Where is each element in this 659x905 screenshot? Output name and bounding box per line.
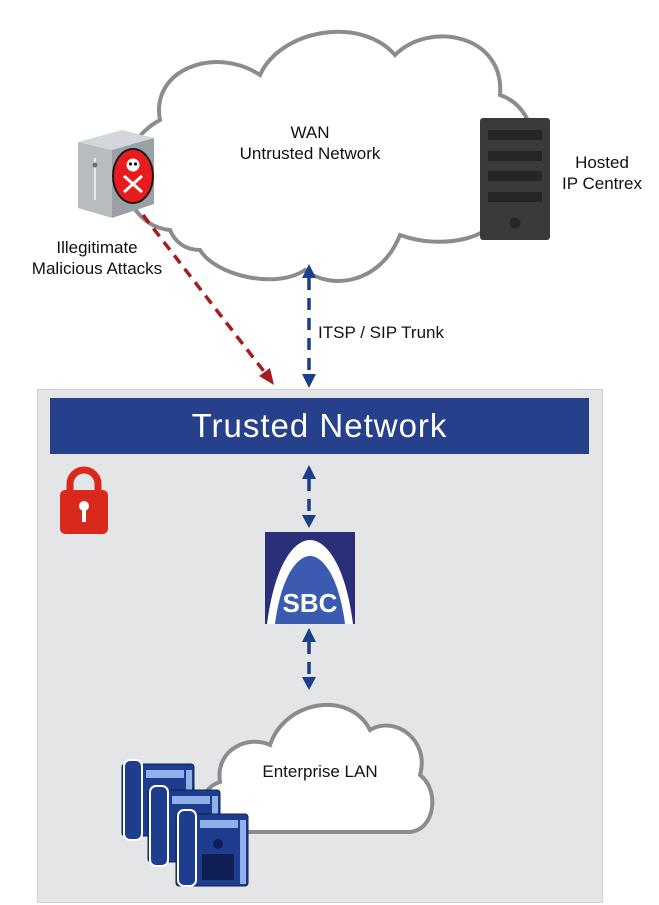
attack-arrowhead [259, 368, 274, 385]
hosted-line2: IP Centrex [561, 174, 642, 193]
padlock-icon [60, 466, 108, 534]
wan-title: WAN [290, 123, 330, 142]
wan-cloud [123, 29, 536, 283]
desk-phone-icon [175, 809, 249, 887]
hosted-label: Hosted IP Centrex [552, 152, 652, 194]
lan-label: Enterprise LAN [262, 762, 378, 781]
hosted-line1: Hosted [575, 153, 629, 172]
trusted-network-banner: Trusted Network [50, 398, 589, 454]
sbc-logo-icon: SBC [265, 532, 355, 624]
wan-cloud-label: WAN Untrusted Network [210, 122, 410, 164]
desk-phones-group [121, 759, 249, 887]
wan-subtitle: Untrusted Network [239, 144, 381, 163]
malicious-server-icon [78, 130, 154, 218]
attacker-label: Illegitimate Malicious Attacks [12, 237, 182, 279]
trunk-arrow [302, 264, 316, 388]
attacker-line1: Illegitimate [56, 238, 138, 257]
attack-arrow [141, 213, 274, 385]
trunk-label: ITSP / SIP Trunk [318, 323, 444, 342]
sbc-label: SBC [283, 588, 338, 618]
attacker-line2: Malicious Attacks [31, 259, 163, 278]
server-tower-icon [480, 118, 550, 240]
